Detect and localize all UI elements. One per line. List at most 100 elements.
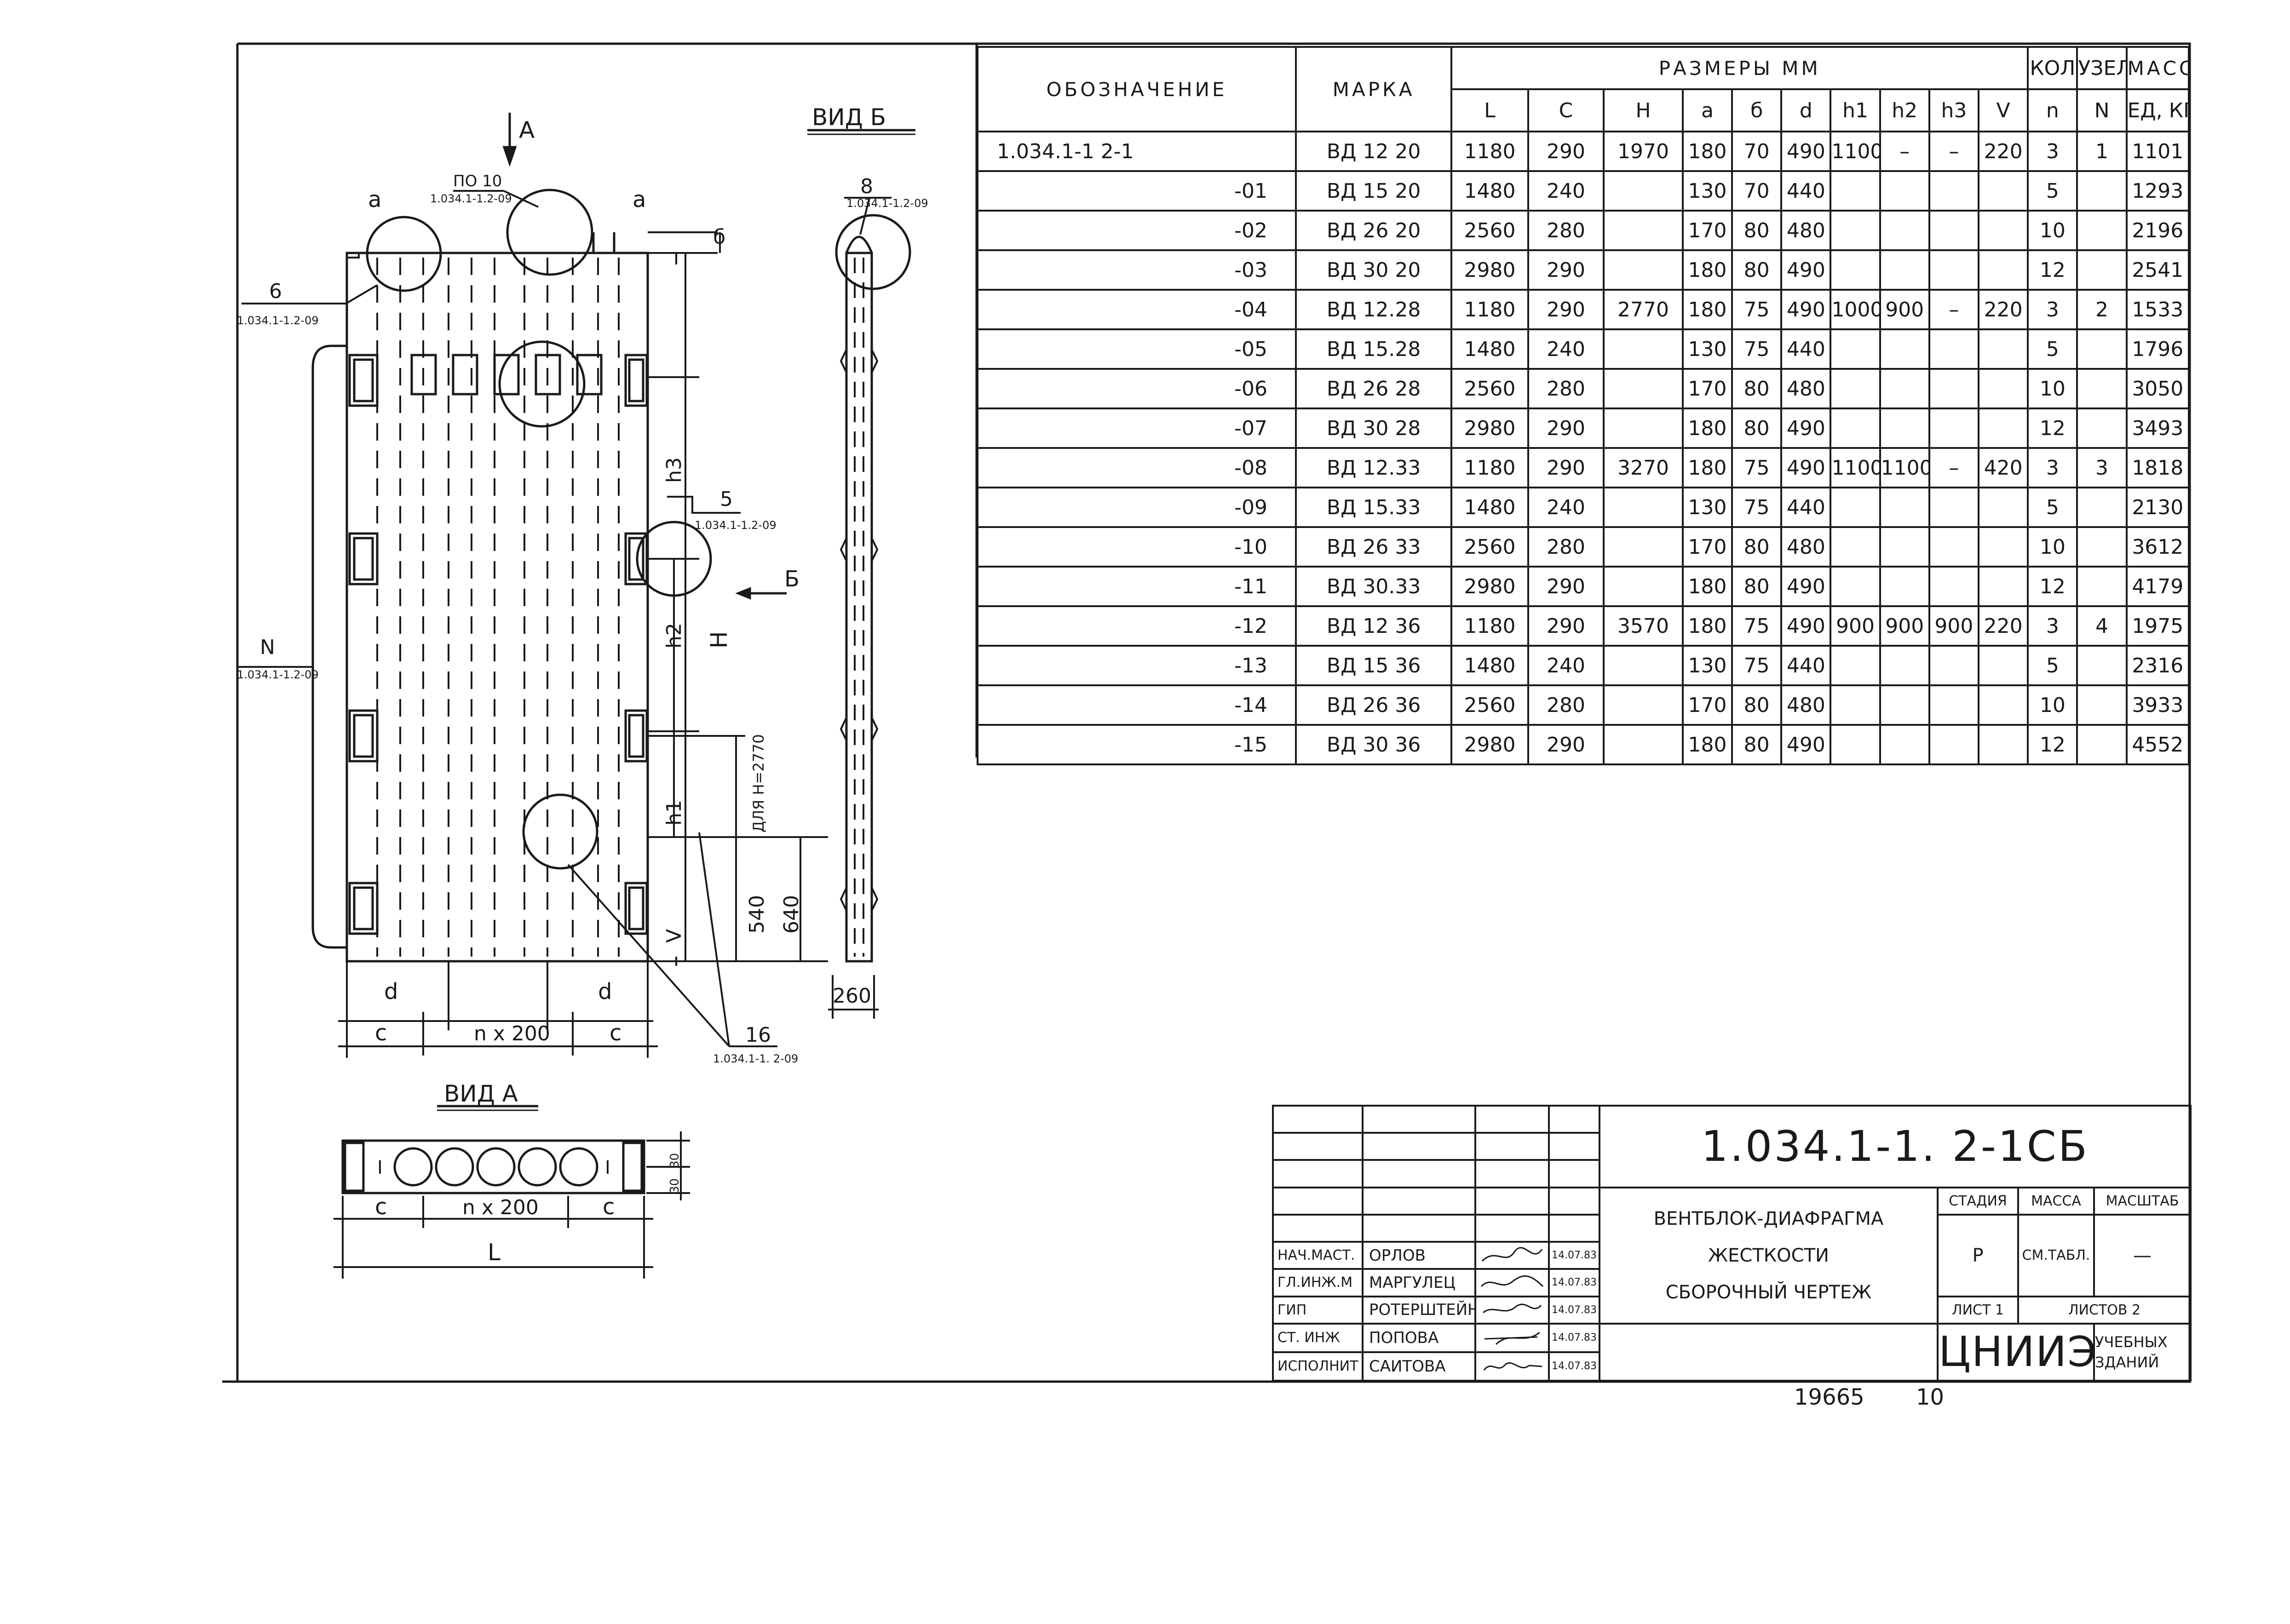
cell-L: 2560 [1450, 684, 1529, 726]
cell-mass: 2541 [2125, 249, 2190, 291]
cell-des: -11 [976, 566, 1297, 607]
cell-n: 10 [2027, 368, 2078, 409]
signature-2 [1474, 1295, 1550, 1325]
cell-mark: ВД 30 28 [1295, 407, 1453, 449]
organization-logo: ЦНИИЭП [1937, 1322, 2095, 1382]
ref-8-doc: 1.034.1-1.2-09 [846, 197, 928, 210]
ref-8: 8 [860, 175, 873, 198]
header-node: УЗЕЛ [2076, 46, 2128, 90]
cell-H: 1970 [1603, 131, 1684, 172]
dim-540: 540 [745, 895, 769, 934]
cell-C: 290 [1527, 131, 1605, 172]
cell-V [1978, 368, 2029, 409]
cell-N: 1 [2076, 131, 2128, 172]
ref-n: N [260, 636, 275, 659]
cell-H [1603, 170, 1684, 212]
cell-a: 170 [1681, 684, 1733, 726]
cell-n: 10 [2027, 526, 2078, 568]
cell-mark: ВД 30 36 [1295, 724, 1453, 765]
cell-h1 [1830, 566, 1881, 607]
view-b-title: ВИД Б [812, 104, 886, 131]
cell-mass: 2130 [2125, 487, 2190, 528]
cell-N [2076, 328, 2128, 370]
header-L: L [1450, 88, 1529, 132]
stamp-row-3: СТ. ИНЖ ПОПОВА 14.07.83 ЦНИИЭП УЧЕБНЫХ З… [1272, 1322, 2192, 1382]
document-code: 1.034.1-1. 2-1СБ [1599, 1105, 2192, 1188]
cell-h1 [1830, 526, 1881, 568]
header-mark: МАРКА [1295, 46, 1453, 132]
cell-h2 [1879, 407, 1930, 449]
cell-V [1978, 328, 2029, 370]
dim-h2: h2 [662, 623, 686, 648]
cell-h3 [1928, 684, 1980, 726]
cell-L: 2560 [1450, 526, 1529, 568]
header-a: a [1681, 88, 1733, 132]
cell-L: 2980 [1450, 249, 1529, 291]
mass-value: СМ.ТАБЛ. [2017, 1213, 2095, 1297]
stage-header: СТАДИЯ [1937, 1186, 2019, 1216]
cell-d: 490 [1780, 605, 1832, 647]
dim-640: 640 [780, 895, 803, 934]
cell-b: 75 [1731, 645, 1783, 686]
cell-h2 [1879, 170, 1930, 212]
cell-h3: – [1928, 131, 1980, 172]
signature-3 [1474, 1322, 1550, 1353]
cell-d: 480 [1780, 210, 1832, 251]
cell-h2 [1879, 684, 1930, 726]
role-0: НАЧ.МАСТ. [1272, 1241, 1364, 1270]
cell-V [1978, 210, 2029, 251]
cell-V: 220 [1978, 605, 2029, 647]
date-4: 14.07.83 [1548, 1351, 1600, 1382]
cell-d: 490 [1780, 407, 1832, 449]
cell-a: 130 [1681, 328, 1733, 370]
ref-n-doc: 1.034.1-1.2-09 [237, 668, 319, 681]
mass-header: МАССА [2017, 1186, 2095, 1216]
view-a-arrow-label: А [519, 117, 535, 143]
cell-n: 12 [2027, 566, 2078, 607]
plan-dim-c-left: c [375, 1194, 387, 1220]
cell-mark: ВД 15 20 [1295, 170, 1453, 212]
cell-N [2076, 684, 2128, 726]
cell-h1 [1830, 368, 1881, 409]
dim-a-left: a [368, 187, 381, 212]
cell-V [1978, 249, 2029, 291]
cell-h2: 900 [1879, 605, 1930, 647]
cell-des: 1.034.1-1 2-1 [976, 131, 1297, 172]
cell-mark: ВД 12 36 [1295, 605, 1453, 647]
cell-mark: ВД 12.28 [1295, 289, 1453, 330]
cell-h2 [1879, 368, 1930, 409]
side-view-outline [845, 252, 873, 963]
role-4: ИСПОЛНИТ [1272, 1351, 1364, 1382]
inventory-number: 19665 [1794, 1384, 1864, 1410]
scale-header: МАСШТАБ [2093, 1186, 2192, 1216]
cell-V [1978, 487, 2029, 528]
cell-h2 [1879, 724, 1930, 765]
cell-L: 1180 [1450, 289, 1529, 330]
sheets-label: ЛИСТОВ 2 [2017, 1295, 2192, 1325]
cell-H [1603, 566, 1684, 607]
dim-note: ДЛЯ H=2770 [750, 734, 767, 832]
cell-b: 80 [1731, 407, 1783, 449]
cell-b: 80 [1731, 566, 1783, 607]
scale-value: — [2093, 1213, 2192, 1297]
cell-C: 240 [1527, 328, 1605, 370]
cell-mark: ВД 15.33 [1295, 487, 1453, 528]
plan-hole-mark-left: I [377, 1157, 383, 1178]
cell-mass: 1293 [2125, 170, 2190, 212]
cell-V [1978, 724, 2029, 765]
plan-hole-mark-right: I [605, 1157, 610, 1178]
cell-N [2076, 170, 2128, 212]
signature-0 [1474, 1241, 1550, 1270]
cell-h1 [1830, 407, 1881, 449]
cell-des: -09 [976, 487, 1297, 528]
cell-h2: 900 [1879, 289, 1930, 330]
cell-b: 70 [1731, 170, 1783, 212]
header-h1: h1 [1830, 88, 1881, 132]
cell-mass: 1796 [2125, 328, 2190, 370]
stage-value: Р [1937, 1213, 2019, 1297]
header-h3: h3 [1928, 88, 1980, 132]
